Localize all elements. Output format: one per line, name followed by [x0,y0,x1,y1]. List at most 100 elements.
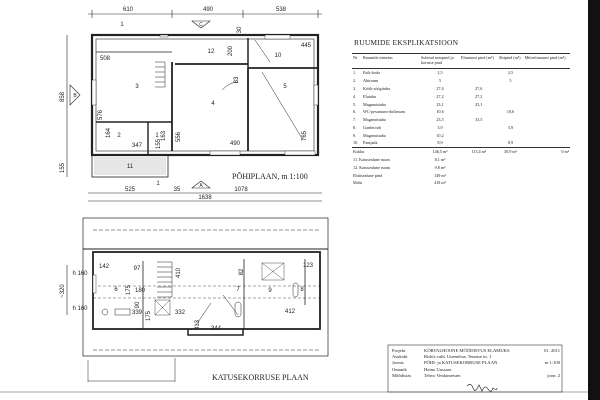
living-area: 113,4 m² [460,146,498,156]
title-key: Omanik [392,366,407,372]
room-number-2: 2 [117,133,121,139]
row-number: 2. [353,78,357,84]
ground-plan-title: PÕHIPLAAN, m 1:100 [232,171,308,181]
living-area [460,108,497,116]
room-number-6: 6 [114,287,118,293]
room-name: Köök-söögituba [363,85,390,91]
title-right: joon. 2 [547,372,560,378]
total-area: 27,2 [436,93,444,99]
attic-dim: 344 [211,326,222,332]
room-number-8: 8 [300,287,304,293]
title-value: KÕRVALHOONE MÕÕDISTUS ELAMUKS [424,348,510,353]
total-area: 2,5 [437,70,443,76]
ground-floor-plan [66,10,322,202]
living-area: 23,1 [475,101,483,107]
extra-label: 12. Katusealune ruum [353,164,390,170]
total-area: 10,6 [436,109,444,115]
living-area [460,131,497,139]
room-name: Elutuba [363,93,377,99]
living-area: 27,2 [475,93,483,99]
aux-area [497,92,523,100]
dim-bottom-1: 525 [125,187,136,193]
dim-inner: 163 [161,130,167,141]
row-number: 6. [353,109,357,115]
row-number: 8. [353,124,357,130]
ground-plan-labels: 610 490 538 858 155 525 35 1078 1638 508… [60,7,312,201]
row-number: 3. [353,85,357,91]
attic-dim: 413 [195,319,201,330]
aux-area: 10,6 [506,109,515,115]
non-living-area: 0 m² [523,146,570,156]
title-key: Mõõdistas [392,372,412,378]
room-number-10: 10 [275,53,282,59]
dim-inner: 155 [156,138,162,149]
extra-value: 418 m² [434,180,446,186]
attic-dim: 97 [134,266,141,272]
extra-value: 8,1 m² [434,156,446,162]
row-number: 1. [353,70,357,76]
table-row: 2. Abiruum 5 5 [352,77,570,85]
room-number-12: 12 [208,49,215,55]
attic-plan-title: KATUSEKORRUSE PLAAN [212,373,309,382]
non-living-area [523,85,570,93]
attic-dim: 82 [239,268,245,275]
non-living-area [523,69,570,77]
col-header: Abipind (m²) [497,53,524,69]
total-area: 23,5 [436,117,444,123]
room-name: Esik-koda [363,70,380,76]
room-name: Abiruum [363,78,379,84]
attic-dim: 175 [126,284,132,295]
attic-dim: 412 [285,309,296,315]
attic-dim: 142 [99,264,110,270]
total-label: Kokku [352,146,420,156]
dim-inner: 556 [176,131,182,142]
room-explication: RUUMIDE EKSPLIKATSIOON Nr Ruumide nimetu… [352,38,570,187]
attic-dim: 175 [146,310,152,321]
col-header: Suletud netopind ja korruse pind [420,53,460,69]
extra-value: 149 m² [434,172,446,178]
non-living-area [523,116,570,124]
non-living-area [523,77,570,85]
aux-area [497,100,523,108]
explication-table: Nr Ruumide nimetus Suletud netopind ja k… [352,53,570,187]
attic-dim: 332 [175,310,186,316]
col-header: Mitteeluruumi pind (m²) [523,53,570,69]
dim-inner: 508 [100,56,111,62]
col-header: Eluruumi pind (m²) [460,53,498,69]
total-area: 8,9 [437,140,443,146]
aux-area: 2,5 [507,70,514,76]
title-block-row: Omanik Heino Uussaar [392,367,560,373]
room-number-11: 11 [127,164,134,170]
title-right: m 1:100 [544,360,560,366]
attic-dim: 339 [132,310,143,316]
room-name: Magamistuba [363,132,386,138]
explication-title: RUUMIDE EKSPLIKATSIOON [354,38,459,47]
section-mark-b: B [73,93,77,99]
room-number-3: 3 [135,84,139,90]
room-number-4: 4 [211,101,215,107]
aux-area: 5 [509,78,512,84]
aux-area: 8,9 [507,140,514,146]
non-living-area [523,131,570,139]
dim-inner: 765 [302,130,308,141]
room-number-1: 1 [155,133,159,139]
title-value: Heino Uussaar [424,366,452,372]
total-area: 5 [438,78,442,84]
room-name: Panipaik [363,140,378,146]
table-row: 4. Elutuba 27,2 27,2 [352,92,570,100]
title-value: Rida'a vald, Uuemõisa, Tennise tn. 1 [424,354,492,360]
title-block-frame [387,344,563,393]
dim-top-1: 610 [123,7,134,13]
dim-inner: 164 [106,127,112,138]
row-number: 4. [353,93,357,99]
row-number: 5. [353,101,357,107]
